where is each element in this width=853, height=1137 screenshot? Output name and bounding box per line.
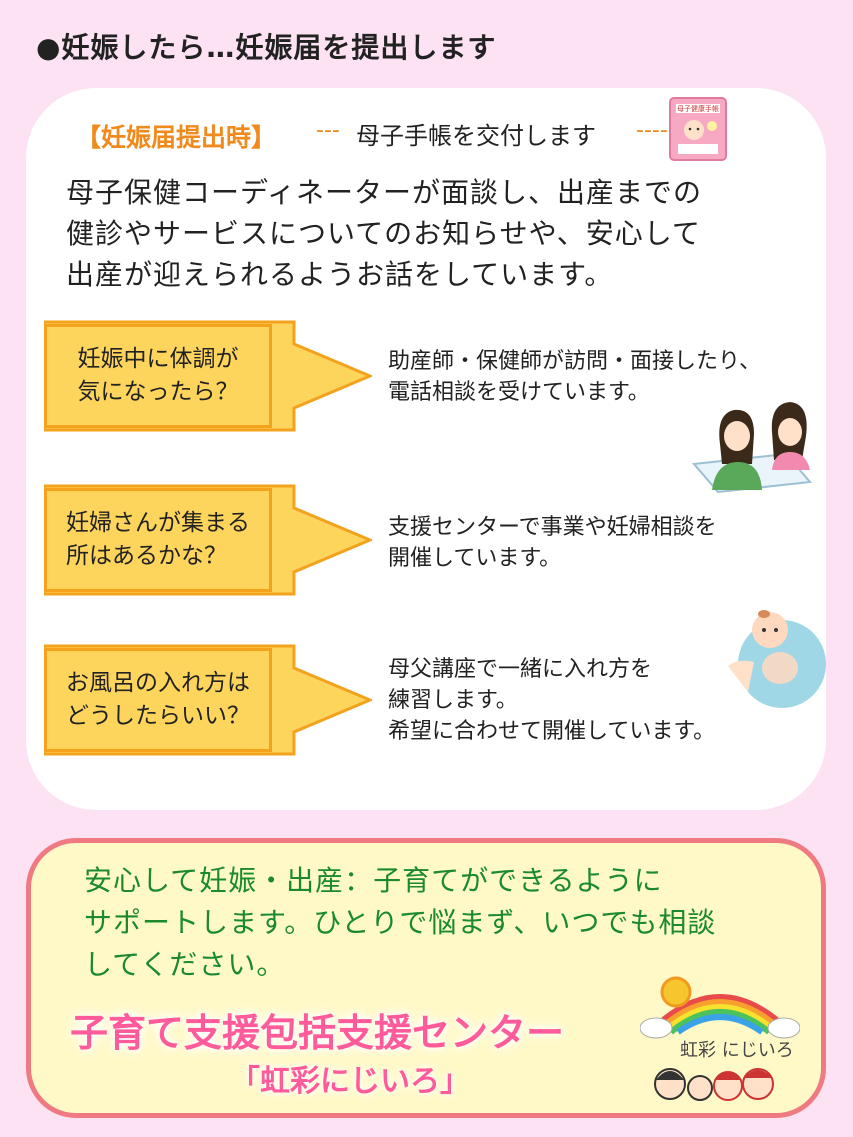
answer-text: 支援センターで事業や妊婦相談を 開催しています。	[388, 512, 717, 574]
question-line: 気になったら？	[77, 379, 239, 405]
dash-right: ----	[636, 118, 668, 143]
answer-line: 助産師・保健師が訪問・面接したり、	[388, 349, 762, 374]
intro-line: 健診やサービスについてのお知らせや、安心して	[66, 217, 701, 250]
question-box: 妊娠中に体調が 気になったら？	[44, 324, 272, 428]
support-message-line: 安心して妊娠・出産：子育てができるように	[84, 864, 663, 897]
rainbow-logo-icon	[640, 976, 800, 1039]
handbook-icon: 母子健康手帳	[669, 97, 727, 161]
bottom-panel	[26, 838, 826, 1118]
svg-text:母子健康手帳: 母子健康手帳	[677, 104, 719, 113]
dash-left: ---	[316, 118, 340, 143]
answer-line: 電話相談を受けています。	[388, 380, 650, 405]
support-message-line: してください。	[84, 948, 286, 981]
logo-text: 虹彩 にじいろ	[680, 1040, 794, 1061]
consultation-illustration	[692, 402, 812, 494]
intro-line: 出産が迎えられるようお話をしています。	[66, 258, 614, 291]
question-line: 妊婦さんが集まる	[66, 510, 250, 536]
intro-text: 母子保健コーディネーターが面談し、出産までの 健診やサービスについてのお知らせや…	[66, 172, 806, 295]
answer-line: 開催しています。	[388, 546, 562, 571]
submission-label: 【妊娠届提出時】	[76, 123, 277, 152]
question-box: お風呂の入れ方は どうしたらいい？	[44, 648, 272, 752]
intro-line: 母子保健コーディネーターが面談し、出産までの	[66, 176, 703, 209]
support-message: 安心して妊娠・出産：子育てができるように サポートします。ひとりで悩まず、いつで…	[84, 860, 804, 986]
question-line: 妊娠中に体調が	[77, 346, 239, 372]
answer-line: 支援センターで事業や妊婦相談を	[388, 515, 717, 540]
question-line: どうしたらいい？	[66, 703, 250, 729]
answer-line: 練習します。	[388, 688, 518, 713]
question-line: お風呂の入れ方は	[66, 670, 250, 696]
answer-text: 母父講座で一緒に入れ方を 練習します。 希望に合わせて開催しています。	[388, 654, 715, 747]
handbook-text: 母子手帳を交付します	[356, 122, 596, 150]
question-box: 妊婦さんが集まる 所はあるかな？	[44, 488, 272, 592]
answer-line: 希望に合わせて開催しています。	[388, 719, 716, 744]
page-heading: ●妊娠したら…妊娠届を提出します	[36, 31, 497, 64]
answer-line: 母父講座で一緒に入れ方を	[388, 657, 653, 682]
answer-text: 助産師・保健師が訪問・面接したり、 電話相談を受けています。	[388, 346, 761, 408]
family-faces-icon	[654, 1068, 774, 1101]
support-message-line: サポートします。ひとりで悩まず、いつでも相談	[84, 906, 717, 939]
center-nickname: 「虹彩にじいろ」	[230, 1064, 470, 1099]
baby-bath-illustration	[728, 610, 826, 708]
center-name: 子育て支援包括支援センター	[70, 1011, 565, 1055]
question-line: 所はあるかな？	[66, 543, 227, 569]
